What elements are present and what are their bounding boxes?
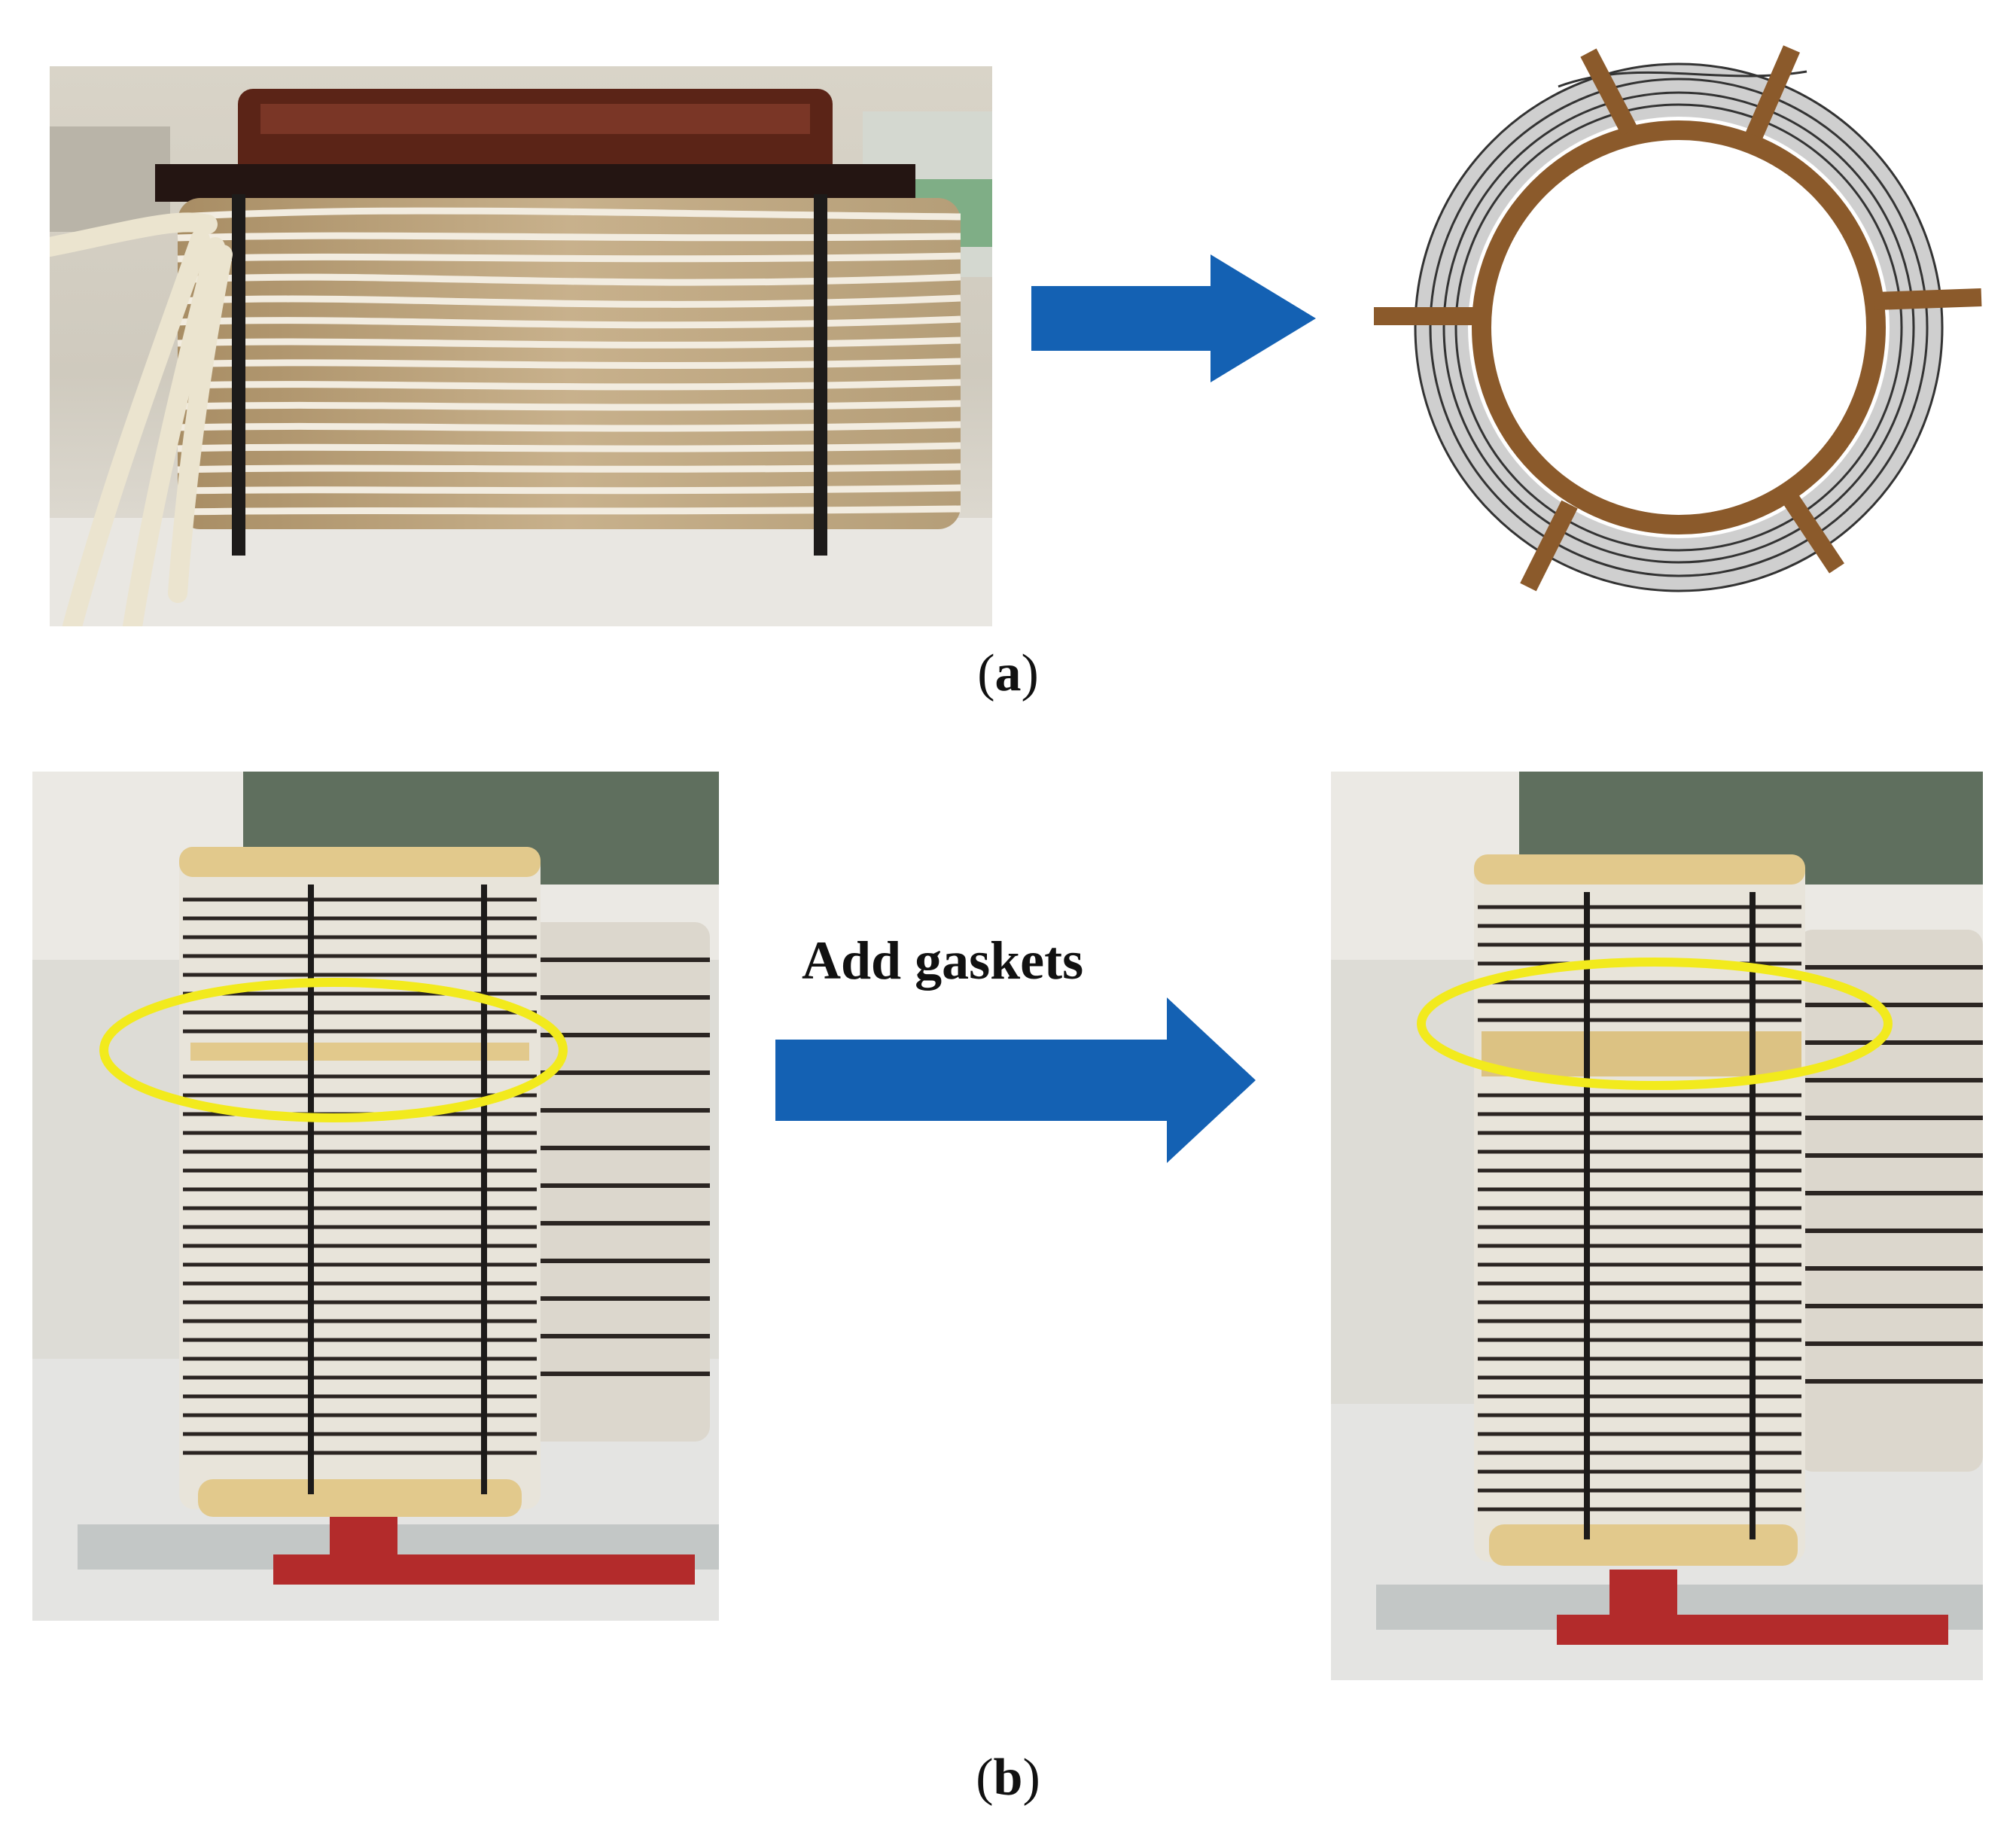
panel-b-caption-open: (	[976, 1749, 994, 1807]
panel-a-caption-letter: a	[994, 644, 1022, 702]
panel-a-caption-open: (	[977, 644, 995, 702]
arrow-right-icon	[775, 997, 1257, 1163]
transformer-photo-before	[32, 772, 719, 1621]
panel-b-caption: (b)	[933, 1748, 1083, 1808]
add-gaskets-label: Add gaskets	[802, 930, 1084, 991]
transformer-photo-after	[1331, 772, 1983, 1680]
panel-a-caption: (a)	[933, 644, 1083, 704]
winding-cross-section-diagram	[1370, 41, 1987, 602]
coil-photo-a	[50, 66, 992, 626]
panel-a-caption-close: )	[1021, 644, 1039, 702]
arrow-right-icon	[1031, 254, 1317, 382]
panel-b-caption-close: )	[1022, 1749, 1040, 1807]
panel-b-caption-letter: b	[993, 1749, 1023, 1807]
